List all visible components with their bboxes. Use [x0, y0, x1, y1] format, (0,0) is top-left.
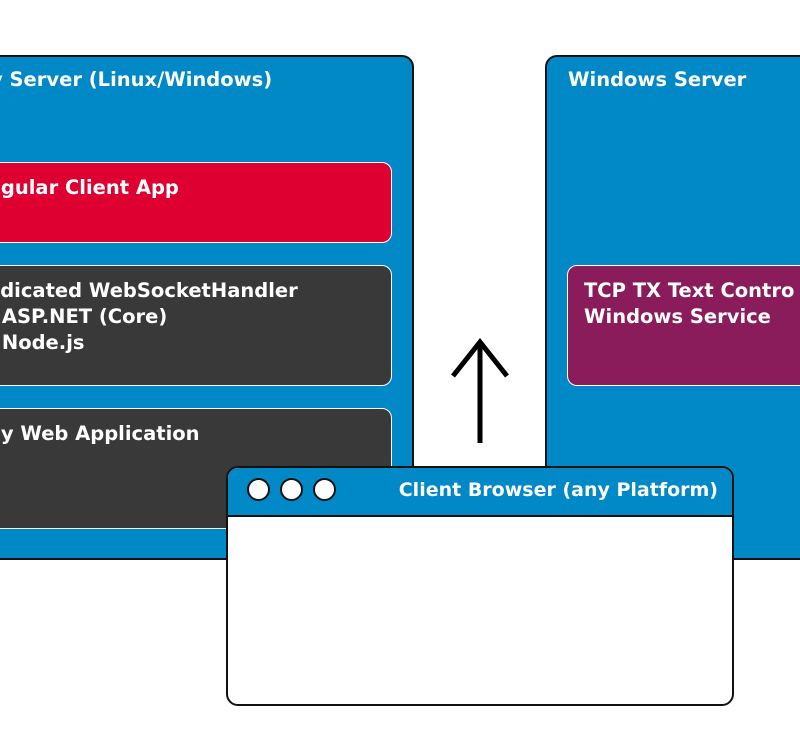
server-right-title: Windows Server [568, 68, 747, 91]
tcp-box-line: Windows Service [584, 305, 771, 328]
up-arrow-icon [451, 337, 509, 443]
browser-title-bar: Client Browser (any Platform) [228, 468, 732, 517]
browser-title: Client Browser (any Platform) [398, 479, 718, 501]
websocket-handler-box: edicated WebSocketHandler - ASP.NET (Cor… [0, 265, 392, 386]
circle-button-icon[interactable] [247, 478, 270, 501]
websocket-box-line: - Node.js [0, 331, 85, 354]
angular-box-line: ngular Client App [0, 176, 179, 199]
webapp-box-line: ny Web Application [0, 422, 200, 445]
websocket-box-line: - ASP.NET (Core) [0, 305, 168, 328]
websocket-box-line: edicated WebSocketHandler [0, 279, 298, 302]
server-left-title: y Server (Linux/Windows) [0, 68, 273, 91]
angular-client-app-box: ngular Client App [0, 162, 392, 243]
arrow-head [451, 337, 509, 378]
client-browser-window: Client Browser (any Platform) [226, 466, 734, 706]
tcp-box-line: TCP TX Text Contro [584, 279, 795, 302]
circle-button-icon[interactable] [280, 478, 303, 501]
tcp-service-box: TCP TX Text Contro Windows Service [567, 265, 800, 386]
circle-button-icon[interactable] [313, 478, 336, 501]
